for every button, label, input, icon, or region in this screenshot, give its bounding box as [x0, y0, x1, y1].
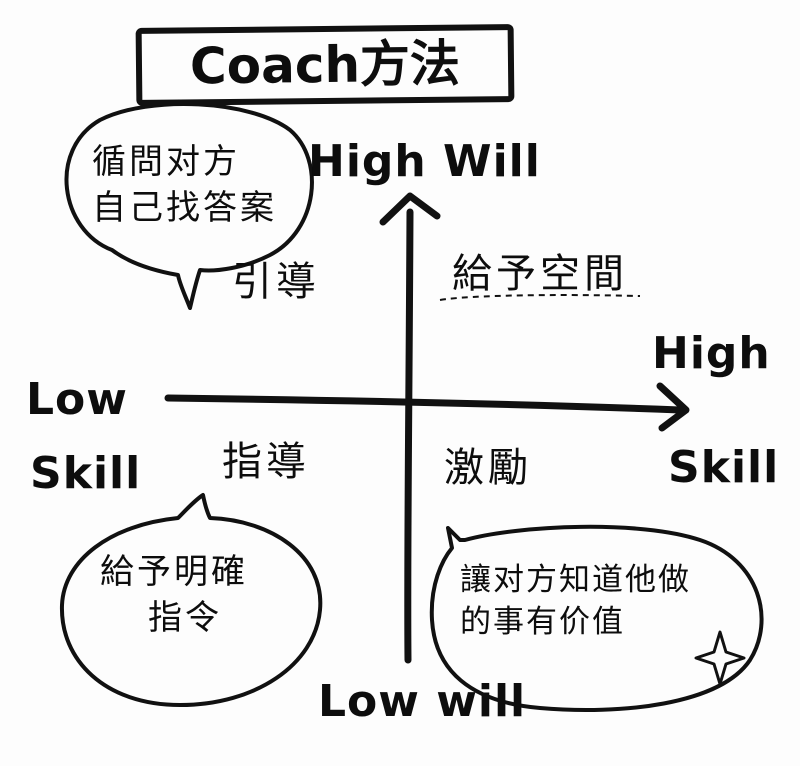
bubble-bottom-right-outline	[429, 524, 764, 713]
bubble-top-left-outline	[64, 102, 314, 310]
axis-label-low: Low	[26, 374, 128, 425]
bubble-bottom-left-outline	[59, 493, 323, 707]
bubble-bottom-left-text: 給予明確 指令	[100, 550, 248, 642]
axis-label-high: High	[652, 328, 771, 379]
vertical-axis-arrowhead	[379, 192, 441, 226]
horizontal-axis-arrowhead	[656, 382, 690, 432]
quadrant-label-bottom-right: 激勵	[444, 445, 532, 491]
horizontal-axis	[164, 394, 684, 414]
quadrant-label-top-right: 給予空間	[452, 251, 628, 297]
bubble-top-left-text: 循問对方 自己找答案	[92, 140, 277, 232]
quadrant-label-bottom-left: 指導	[222, 439, 310, 485]
axis-label-high-skill: Skill	[668, 442, 780, 493]
bubble-line: 自己找答案	[92, 187, 277, 228]
quadrant-label-top-left: 引導	[232, 259, 320, 305]
underline-top-right	[439, 294, 641, 301]
axis-label-high-will: High Will	[308, 136, 541, 187]
page-title: Coach方法	[135, 24, 515, 106]
axis-label-low-will: Low will	[318, 676, 527, 727]
bubble-line: 給予明確	[100, 552, 248, 592]
bubble-line: 讓对方知道他做	[460, 562, 691, 598]
bubble-bottom-right-text: 讓对方知道他做 的事有价值	[460, 560, 691, 644]
bubble-line: 的事有价值	[460, 603, 625, 640]
bubble-line: 指令	[148, 597, 222, 638]
vertical-axis	[404, 208, 414, 664]
axis-label-low-skill: Skill	[30, 448, 142, 499]
four-point-star-icon	[694, 630, 746, 686]
bubble-line: 循問对方	[92, 142, 240, 182]
